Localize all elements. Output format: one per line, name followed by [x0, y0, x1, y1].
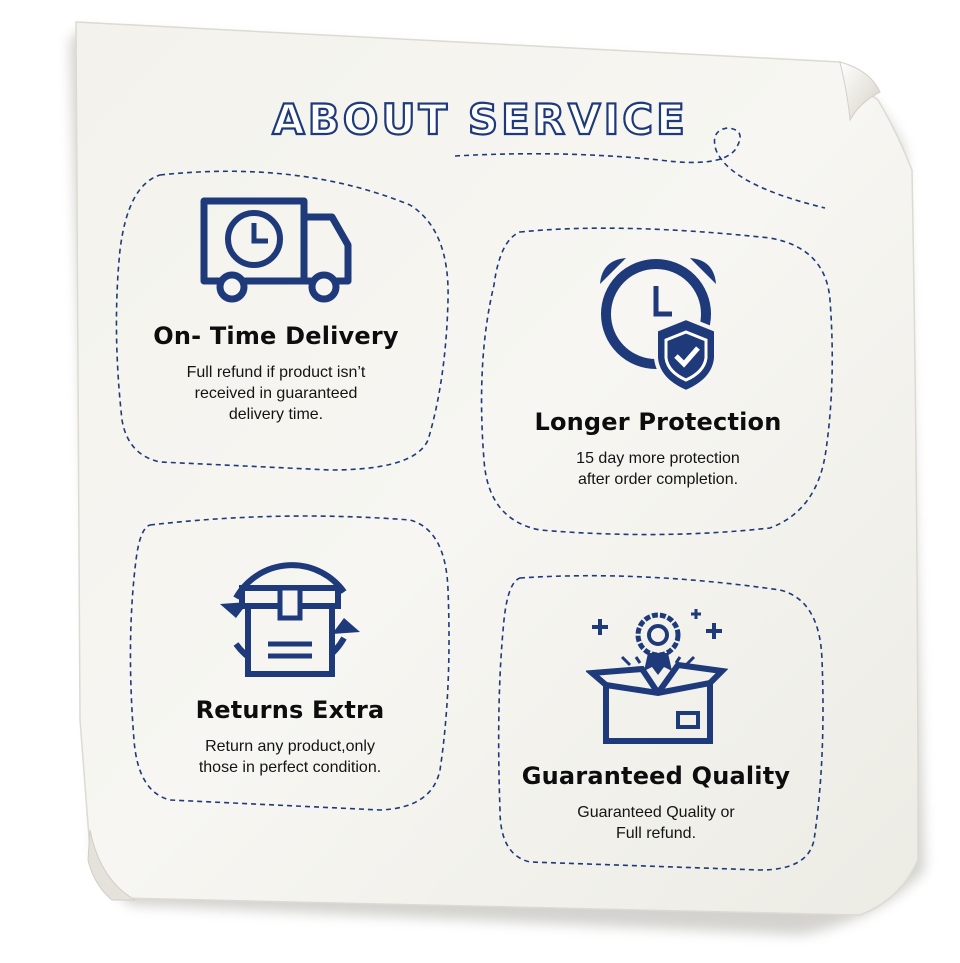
feature-quality: Guaranteed Quality Guaranteed Quality or… [520, 762, 792, 844]
description-line: after order completion. [577, 471, 739, 488]
feature-title: On- Time Delivery [153, 322, 399, 350]
feature-delivery: On- Time Delivery Full refund if product… [146, 322, 406, 425]
quality-box-badge-icon [586, 609, 728, 744]
feature-returns: Returns Extra Return any product,only th… [160, 696, 420, 778]
description-line: delivery time. [228, 406, 324, 423]
description-line: Full refund. [615, 825, 697, 842]
description-line: 15 day more protection [576, 450, 740, 467]
page-curl-top [839, 61, 881, 122]
description-line: received in guaranteed [194, 385, 358, 402]
alarm-clock-shield-icon [600, 258, 718, 395]
feature-description: 15 day more protection after order compl… [530, 448, 786, 490]
frame-protection [480, 227, 834, 536]
feature-protection: Longer Protection 15 day more protection… [530, 408, 786, 490]
frame-returns [129, 515, 450, 811]
page-heading: ABOUT SERVICE [270, 90, 690, 150]
feature-title: Returns Extra [195, 696, 385, 724]
heading-text: ABOUT SERVICE [272, 95, 688, 144]
page-curl-bottom [87, 829, 137, 901]
description-line: those in perfect condition. [198, 759, 382, 776]
decorative-dashed-line [454, 127, 826, 209]
return-box-icon [220, 562, 360, 677]
delivery-truck-clock-icon [200, 197, 352, 303]
feature-title: Longer Protection [534, 408, 782, 436]
description-line: Full refund if product isn’t [186, 364, 366, 381]
feature-description: Full refund if product isn’t received in… [146, 362, 406, 425]
description-line: Return any product,only [205, 738, 375, 755]
feature-description: Guaranteed Quality or Full refund. [520, 802, 792, 844]
feature-title: Guaranteed Quality [521, 762, 791, 790]
feature-description: Return any product,only those in perfect… [160, 736, 420, 778]
description-line: Guaranteed Quality or [577, 804, 735, 821]
frame-quality [497, 574, 824, 871]
